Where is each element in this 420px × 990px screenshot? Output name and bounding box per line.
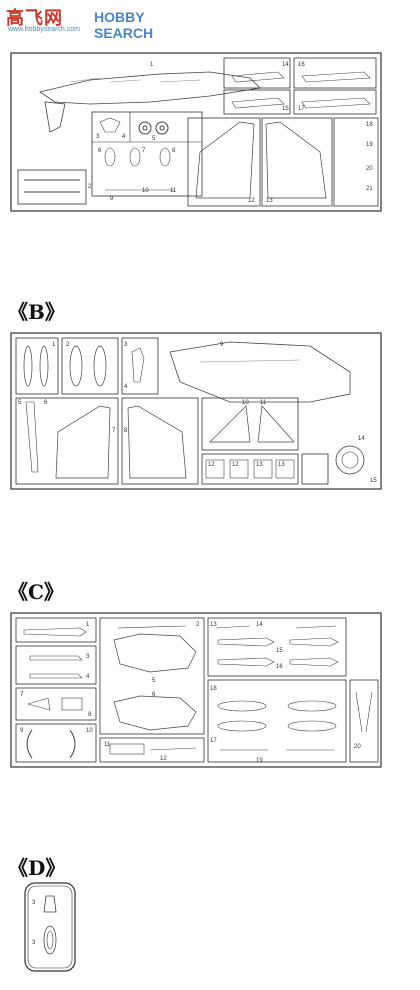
part-number: 11	[104, 742, 111, 748]
part-number: 2	[66, 342, 70, 348]
part-number: 5	[152, 678, 156, 684]
part-number: 18	[210, 686, 217, 692]
sprue-b-drawing: 1 2 3 4 5 6 7 8 9 10 11 12 12 13 13 14 1…	[10, 332, 382, 490]
part-number: 1	[150, 62, 154, 68]
part-number: 12	[208, 462, 215, 468]
part-number: 3	[32, 900, 36, 906]
part-number: 7	[112, 428, 116, 434]
sprue-c: 1 2 3 4 5 6 7 8 9 10 11 12 13 14 15 16 1…	[10, 612, 382, 768]
sprue-c-part-numbers: 1 2 3 4 5 6 7 8 9 10 11 12 13 14 15 16 1…	[20, 622, 361, 764]
part-number: 16	[298, 62, 305, 68]
part-number: 10	[242, 400, 249, 406]
part-number: 17	[298, 106, 305, 112]
sprue-a-drawing: 1 2 3 4 5 6 7 8 9 10 11 12 13 14 15 16 1…	[10, 52, 382, 212]
part-number: 1	[52, 342, 56, 348]
part-number: 18	[366, 122, 373, 128]
part-number: 4	[124, 384, 128, 390]
part-number: 9	[220, 342, 224, 348]
sprue-c-drawing: 1 2 3 4 5 6 7 8 9 10 11 12 13 14 15 16 1…	[10, 612, 382, 768]
part-number: 8	[88, 712, 92, 718]
part-number: 2	[88, 184, 92, 190]
part-number: 6	[98, 148, 102, 154]
watermark-logo: 高飞网 HOBBY SEARCH www.hobbysearch.com	[6, 4, 166, 41]
part-number: 5	[18, 400, 22, 406]
sprue-a-part-numbers: 1 2 3 4 5 6 7 8 9 10 11 12 13 14 15 16 1…	[88, 62, 373, 204]
part-number: 14	[256, 622, 263, 628]
part-number: 16	[276, 664, 283, 670]
part-number: 4	[122, 134, 126, 140]
part-number: 13	[256, 462, 263, 468]
watermark-brand-cn: 高飞网	[6, 8, 63, 29]
sprue-a: 1 2 3 4 5 6 7 8 9 10 11 12 13 14 15 16 1…	[10, 52, 382, 212]
part-number: 13	[266, 198, 273, 204]
part-number: 14	[282, 62, 289, 68]
part-number: 8	[172, 148, 176, 154]
part-number: 12	[160, 756, 167, 762]
part-number: 12	[232, 462, 239, 468]
section-label-c: 《C》	[8, 580, 64, 604]
sprue-d-part-numbers: 3 3	[32, 900, 36, 946]
watermark-url: www.hobbysearch.com	[8, 26, 80, 33]
section-label-b: 《B》	[8, 300, 65, 324]
part-number: 7	[20, 692, 24, 698]
part-number: 11	[260, 400, 267, 406]
part-number: 13	[210, 622, 217, 628]
part-number: 3	[96, 134, 100, 140]
part-number: 17	[210, 738, 217, 744]
part-number: 3	[32, 940, 36, 946]
sprue-d: 3 3	[24, 882, 76, 972]
part-number: 5	[152, 136, 156, 142]
sprue-b-part-numbers: 1 2 3 4 5 6 7 8 9 10 11 12 12 13 13 14 1…	[18, 342, 377, 484]
part-number: 6	[44, 400, 48, 406]
part-number: 9	[20, 728, 24, 734]
part-number: 2	[196, 622, 200, 628]
section-label-d: 《D》	[8, 856, 66, 880]
part-number: 6	[152, 692, 156, 698]
part-number: 20	[366, 166, 373, 172]
part-number: 10	[86, 728, 93, 734]
part-number: 4	[86, 674, 90, 680]
part-number: 11	[170, 188, 177, 194]
watermark-brand-en: HOBBY SEARCH	[94, 9, 154, 41]
part-number: 12	[248, 198, 255, 204]
sprue-b: 1 2 3 4 5 6 7 8 9 10 11 12 12 13 13 14 1…	[10, 332, 382, 490]
part-number: 1	[86, 622, 90, 628]
part-number: 3	[86, 654, 90, 660]
part-number: 20	[354, 744, 361, 750]
part-number: 14	[358, 436, 365, 442]
part-number: 9	[110, 196, 114, 202]
part-number: 13	[278, 462, 285, 468]
part-number: 15	[370, 478, 377, 484]
sprue-d-drawing: 3 3	[24, 882, 76, 972]
part-number: 10	[142, 188, 149, 194]
part-number: 15	[276, 648, 283, 654]
part-number: 19	[366, 142, 373, 148]
part-number: 8	[124, 428, 128, 434]
part-number: 21	[366, 186, 373, 192]
part-number: 19	[256, 758, 263, 764]
part-number: 3	[124, 342, 128, 348]
part-number: 7	[142, 148, 146, 154]
part-number: 15	[282, 106, 289, 112]
